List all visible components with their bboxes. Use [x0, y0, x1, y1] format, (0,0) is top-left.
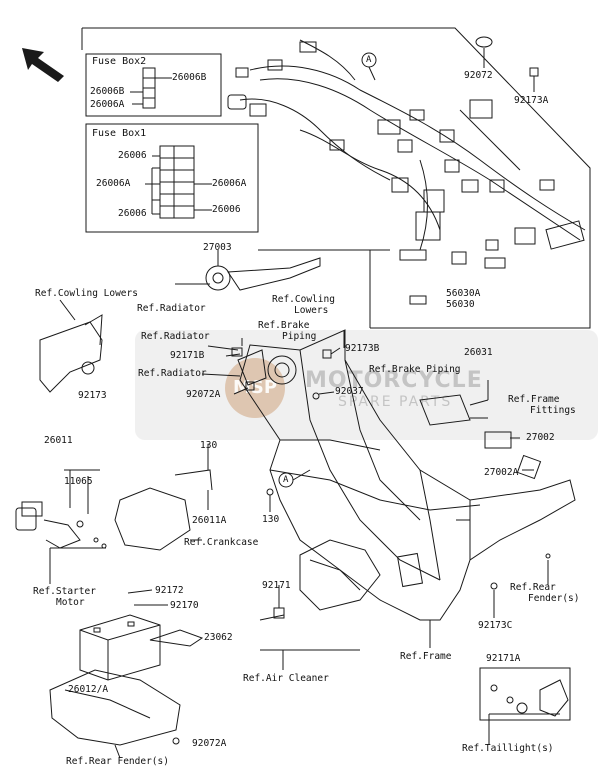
ref-radiator-2: Ref.Radiator [138, 368, 207, 379]
part-92171B: 92171B [170, 350, 205, 361]
fuse-box1-part-d: 26006 [118, 208, 147, 219]
ref-crankcase: Ref.Crankcase [184, 537, 259, 548]
part-92173C: 92173C [478, 620, 513, 631]
part-92173B: 92173B [345, 343, 380, 354]
fuse-box1-part-a: 26006 [118, 150, 147, 161]
part-26011A: 26011A [192, 515, 227, 526]
part-92171: 92171 [262, 580, 291, 591]
part-56030: 56030 [446, 299, 475, 310]
fuse-box1-part-e: 26006 [212, 204, 241, 215]
part-92072A-bottom: 92072A [192, 738, 227, 749]
ref-taillights: Ref.Taillight(s) [462, 743, 554, 754]
part-130-a: 130 [200, 440, 218, 451]
ref-brake-piping-right: Ref.Brake Piping [369, 364, 461, 375]
part-92037: 92037 [335, 386, 364, 397]
part-92170: 92170 [170, 600, 199, 611]
ref-cowling-lowers-left: Ref.Cowling Lowers [35, 288, 138, 299]
watermark-text: MOTORCYCLE [305, 368, 483, 393]
ref-radiator-1: Ref.Radiator [141, 331, 210, 342]
ref-rear-fenders-1: Ref.Rear [510, 582, 556, 593]
part-27002: 27002 [526, 432, 555, 443]
ref-rear-fenders-2: Fender(s) [528, 593, 580, 604]
ref-starter-motor-1: Ref.Starter [33, 586, 96, 597]
ref-radiator-top: Ref.Radiator [137, 303, 206, 314]
ref-cowling-lowers-right-2: Lowers [294, 305, 329, 316]
fuse-box1-part-b: 26006A [96, 178, 131, 189]
fuse-box2-title: Fuse Box2 [92, 56, 147, 67]
callout-a-top: A [366, 55, 372, 65]
part-11065: 11065 [64, 476, 93, 487]
part-92173: 92173 [78, 390, 107, 401]
part-26012A: 26012/A [68, 684, 109, 695]
ref-frame: Ref.Frame [400, 651, 452, 662]
fuse-box1-part-c: 26006A [212, 178, 247, 189]
arrow-up-left-icon [22, 48, 64, 82]
ref-starter-motor-2: Motor [56, 597, 85, 608]
ref-air-cleaner: Ref.Air Cleaner [243, 673, 329, 684]
callout-a-frame: A [283, 475, 289, 485]
ref-frame-fittings-2: Fittings [530, 405, 576, 416]
part-26031: 26031 [464, 347, 493, 358]
fuse-box2-part-b: 26006B [90, 86, 125, 97]
watermark-band [135, 330, 598, 440]
part-26011: 26011 [44, 435, 73, 446]
ref-brake-piping-2: Piping [282, 331, 317, 342]
part-23062: 23062 [204, 632, 233, 643]
part-56030A: 56030A [446, 288, 481, 299]
part-27003: 27003 [203, 242, 232, 253]
ref-frame-fittings-1: Ref.Frame [508, 394, 560, 405]
ref-brake-piping-1: Ref.Brake [258, 320, 310, 331]
part-92173A: 92173A [514, 95, 549, 106]
ref-cowling-lowers-right-1: Ref.Cowling [272, 294, 335, 305]
fuse-box1-title: Fuse Box1 [92, 128, 147, 139]
part-92072A-top: 92072A [186, 389, 221, 400]
part-92072: 92072 [464, 70, 493, 81]
fuse-box2-part-a: 26006B [172, 72, 207, 83]
part-92172: 92172 [155, 585, 184, 596]
part-92171A: 92171A [486, 653, 521, 664]
part-130-b: 130 [262, 514, 280, 525]
part-27002A: 27002A [484, 467, 519, 478]
ref-rear-fenders-bottom: Ref.Rear Fender(s) [66, 756, 169, 767]
fuse-box2-part-c: 26006A [90, 99, 125, 110]
